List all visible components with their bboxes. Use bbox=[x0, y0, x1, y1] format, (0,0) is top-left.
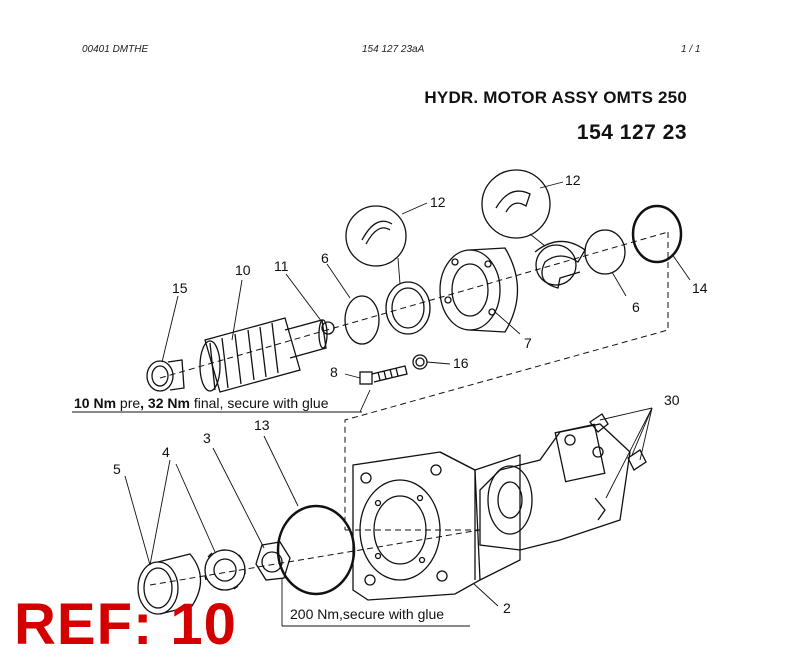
assembly-title: HYDR. MOTOR ASSY OMTS 250 bbox=[424, 88, 687, 107]
o-ring-13 bbox=[276, 504, 356, 596]
lock-washer-4 bbox=[204, 549, 246, 591]
nut-3 bbox=[255, 541, 291, 581]
bushing-12-left bbox=[385, 281, 431, 335]
callout-6-right: 6 bbox=[632, 299, 640, 315]
torque-pre-label: pre bbox=[116, 395, 141, 411]
hydraulic-motor-body bbox=[479, 413, 647, 551]
part-number: 154 127 23 bbox=[576, 121, 687, 144]
bearing-5 bbox=[137, 553, 202, 615]
bushing-12-right bbox=[534, 240, 586, 289]
callout-14: 14 bbox=[692, 280, 708, 296]
callout-2: 2 bbox=[503, 600, 511, 616]
detail-bubble-12-right bbox=[481, 169, 551, 239]
callout-12-left: 12 bbox=[430, 194, 446, 210]
retaining-ring-6-left bbox=[344, 295, 380, 345]
callout-leaders bbox=[124, 181, 691, 626]
torque-final-value: , 32 Nm bbox=[140, 395, 190, 411]
callout-8: 8 bbox=[330, 364, 338, 380]
motor-flange-2 bbox=[352, 451, 521, 601]
ball-11 bbox=[321, 321, 335, 335]
callout-11: 11 bbox=[274, 258, 289, 274]
washer-16 bbox=[412, 354, 428, 370]
callout-6-left: 6 bbox=[321, 250, 329, 266]
callout-3: 3 bbox=[203, 430, 211, 446]
bearing-housing-7 bbox=[439, 247, 519, 333]
callout-5: 5 bbox=[113, 461, 121, 477]
callout-10: 10 bbox=[235, 262, 251, 278]
callout-12-right: 12 bbox=[565, 172, 581, 188]
bolt-8 bbox=[359, 365, 408, 385]
nut-torque-note: 200 Nm,secure with glue bbox=[290, 606, 445, 622]
drive-shaft-10 bbox=[199, 317, 328, 393]
page-indicator: 1 / 1 bbox=[681, 44, 701, 55]
torque-final-label: final, secure with glue bbox=[189, 395, 329, 411]
callout-13: 13 bbox=[254, 417, 270, 433]
bolt-torque-note: 10 Nm pre, 32 Nm final, secure with glue bbox=[74, 395, 329, 411]
callout-30: 30 bbox=[664, 392, 680, 408]
callout-4: 4 bbox=[162, 444, 170, 460]
ref-label: REF: 10 bbox=[14, 592, 237, 657]
drawing-id: 154 127 23aA bbox=[362, 44, 425, 55]
o-ring-14 bbox=[631, 204, 683, 264]
callout-16: 16 bbox=[453, 355, 469, 371]
callout-15: 15 bbox=[172, 280, 188, 296]
detail-bubble-12-left bbox=[345, 205, 407, 267]
callout-7: 7 bbox=[524, 335, 532, 351]
assembly-axis-lines bbox=[149, 231, 669, 586]
doc-id: 00401 DMTHE bbox=[82, 44, 149, 55]
retaining-ring-6-right bbox=[584, 229, 626, 275]
seal-ring-15 bbox=[146, 359, 185, 392]
torque-pre-value: 10 Nm bbox=[74, 395, 117, 411]
